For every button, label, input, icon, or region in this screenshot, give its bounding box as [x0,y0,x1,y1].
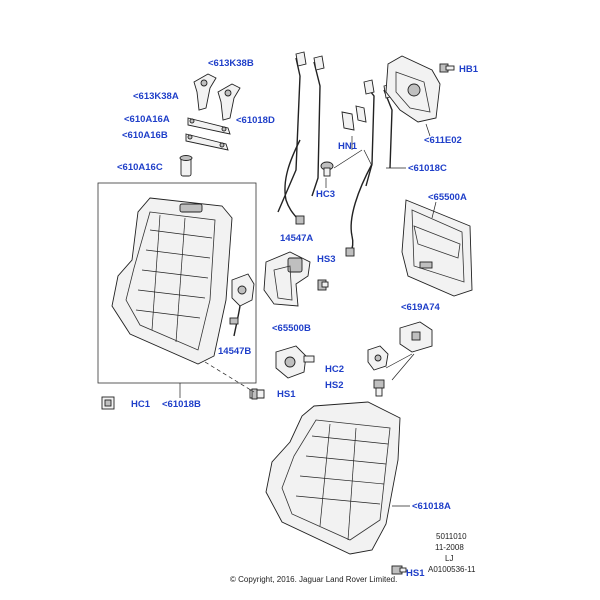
part-61018D-guide-rods[interactable] [277,51,325,225]
seat-back-enclosure-box [97,182,257,384]
callout-65500A[interactable]: <65500A [428,192,467,203]
part-14547A-lumbar-bracket[interactable] [263,251,311,307]
part-61018B-seat-back-frame[interactable] [111,197,233,365]
part-HN1-nut[interactable] [341,105,367,131]
callout-HS1-bottom[interactable]: HS1 [406,568,425,579]
callout-HC3[interactable]: HC3 [316,189,336,200]
callout-610A16A[interactable]: <610A16A [124,114,170,125]
part-HS3-screw[interactable] [317,279,329,291]
reference-code: 5011010 [436,532,467,541]
part-HS1-screw-mid[interactable] [249,388,265,400]
callout-HC1[interactable]: HC1 [131,399,151,410]
leader-hn1-b [363,149,373,167]
part-HC1-clip[interactable] [101,396,115,410]
part-65500A-backboard-panel[interactable] [401,199,473,297]
callout-14547A[interactable]: 14547A [280,233,314,244]
callout-613K38B[interactable]: <613K38B [208,58,254,69]
callout-619A74[interactable]: <619A74 [401,302,440,313]
callout-HS2[interactable]: HS2 [325,380,344,391]
part-610A16C[interactable] [179,155,193,177]
callout-611E02[interactable]: <611E02 [424,135,462,146]
part-HC3-clip[interactable] [320,161,334,177]
callout-610A16B[interactable]: <610A16B [122,130,168,141]
callout-HS3[interactable]: HS3 [317,254,336,265]
part-HS2-screw[interactable] [373,379,385,397]
callout-61018B[interactable]: <61018B [162,399,201,410]
callout-HN1[interactable]: HN1 [338,141,358,152]
leader-hn1-a [333,149,363,169]
part-HS1-screw-bottom[interactable] [391,565,407,575]
part-HC2-clip[interactable] [367,345,389,371]
part-610A16B[interactable] [185,133,229,151]
copyright-text: © Copyright, 2016. Jaguar Land Rover Lim… [230,575,398,584]
callout-65500B[interactable]: <65500B [272,323,311,334]
callout-HC2[interactable]: HC2 [325,364,345,375]
callout-61018D[interactable]: <61018D [236,115,275,126]
part-610A16A[interactable] [187,117,231,135]
leader-619a74-b [391,353,415,381]
reference-model: LJ [445,554,454,563]
hs1-dash-leader [204,361,255,393]
reference-illustration-id: A0100536-11 [428,565,476,574]
callout-HB1[interactable]: HB1 [459,64,479,75]
part-613K38B[interactable] [217,83,241,121]
part-65500B-motor[interactable] [275,345,315,379]
callout-14547B[interactable]: 14547B [218,346,252,357]
callout-613K38A[interactable]: <613K38A [133,91,179,102]
leader-611e02 [425,123,431,137]
leader-619a74-a [385,353,413,369]
part-613K38A[interactable] [193,73,217,111]
part-HB1-bolt[interactable] [439,63,455,73]
leader-65500a [431,201,437,219]
callout-610A16C[interactable]: <610A16C [117,162,163,173]
callout-61018A[interactable]: <61018A [412,501,451,512]
callout-HS1-mid[interactable]: HS1 [277,389,296,400]
reference-date: 11-2008 [435,543,464,552]
part-14547B-lumbar-motor[interactable] [229,273,255,337]
part-61018A-seat-frame[interactable] [265,401,401,555]
part-619A74-connector[interactable] [399,321,433,353]
part-611E02-headrest[interactable] [385,55,441,123]
callout-61018C[interactable]: <61018C [408,163,447,174]
